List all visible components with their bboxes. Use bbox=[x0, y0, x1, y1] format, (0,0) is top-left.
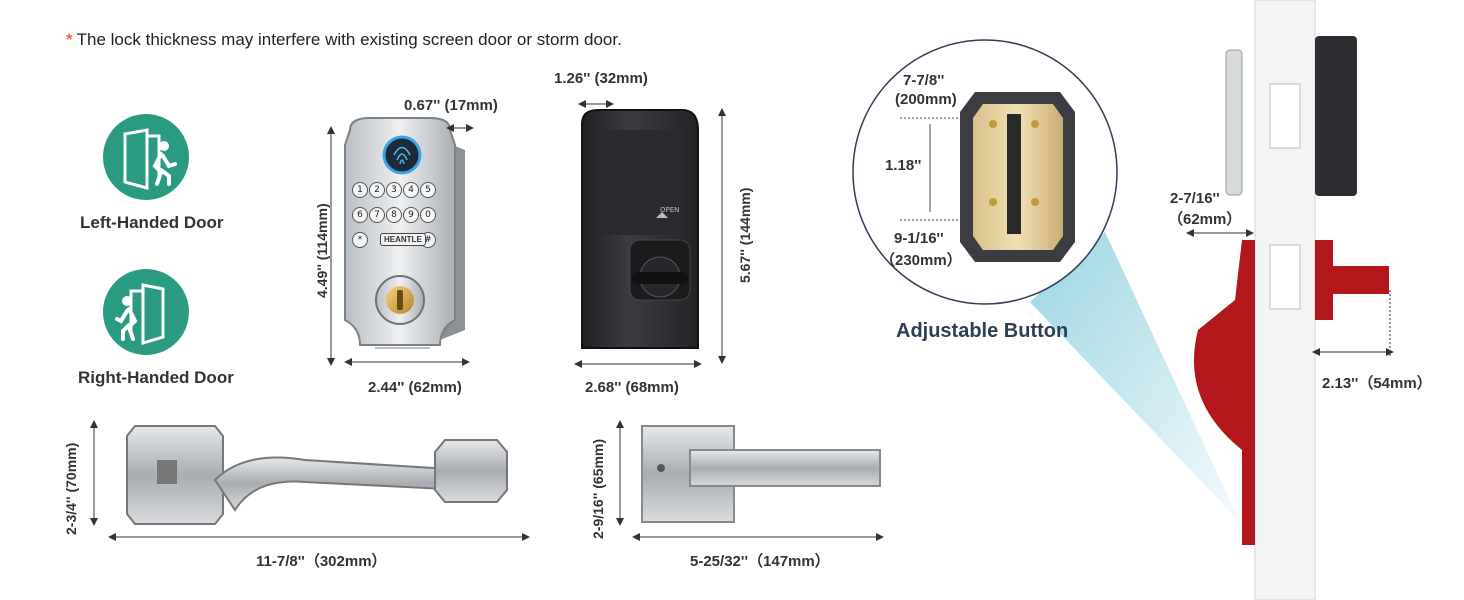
keypad-key[interactable]: * bbox=[352, 232, 368, 248]
adjust-top-mm-label: (200mm) bbox=[895, 91, 957, 108]
keypad-key[interactable]: 4 bbox=[403, 182, 419, 198]
fingerprint-sensor bbox=[382, 135, 422, 175]
handle-length-label: 11-7/8''（302mm） bbox=[256, 553, 387, 570]
note-text: The lock thickness may interfere with ex… bbox=[76, 30, 622, 49]
handle-height-label: 2-3/4'' (70mm) bbox=[63, 442, 79, 535]
keypad-key[interactable]: 0 bbox=[420, 207, 436, 223]
keypad-key[interactable]: 9 bbox=[403, 207, 419, 223]
right-handed-door-label: Right-Handed Door bbox=[78, 368, 234, 387]
door-thickness-label: 2-7/16'' bbox=[1170, 190, 1220, 207]
back-width-label: 2.68'' (68mm) bbox=[585, 379, 679, 396]
thickness-note: *The lock thickness may interfere with e… bbox=[66, 30, 622, 50]
adjust-top-label: 7-7/8'' bbox=[903, 72, 945, 89]
front-depth-label: 0.67'' (17mm) bbox=[404, 97, 498, 114]
door-thickness-mm-label: （62mm） bbox=[1168, 211, 1242, 228]
latch-depth-label: 2.13''（54mm） bbox=[1322, 375, 1432, 392]
keypad-lock-front bbox=[344, 117, 465, 349]
open-label: OPEN bbox=[660, 206, 679, 214]
keypad-key[interactable]: 2 bbox=[369, 182, 385, 198]
lever-length-label: 5-25/32''（147mm） bbox=[690, 553, 830, 570]
left-handed-door-label: Left-Handed Door bbox=[80, 213, 224, 232]
front-width-label: 2.44'' (62mm) bbox=[368, 379, 462, 396]
back-depth-label: 1.26'' (32mm) bbox=[554, 70, 648, 87]
left-door-icon bbox=[103, 114, 189, 200]
interior-unit-back: OPEN bbox=[581, 109, 699, 349]
lever-handle bbox=[641, 425, 881, 523]
keypad-key[interactable]: 8 bbox=[386, 207, 402, 223]
lever-height-label: 2-9/16'' (65mm) bbox=[590, 438, 606, 539]
adjust-bottom-mm-label: （230mm） bbox=[880, 252, 962, 269]
keypad-key[interactable]: 1 bbox=[352, 182, 368, 198]
adjustable-button-label: Adjustable Button bbox=[896, 320, 1069, 342]
person-exit-door-icon bbox=[123, 128, 177, 190]
adjust-spacing-label: 1.18'' bbox=[885, 157, 922, 174]
note-asterisk: * bbox=[66, 30, 73, 49]
keypad-key[interactable]: 7 bbox=[369, 207, 385, 223]
right-door-icon bbox=[103, 269, 189, 355]
keypad-brand: HEANTLE bbox=[380, 233, 426, 246]
keypad-key[interactable]: 5 bbox=[420, 182, 436, 198]
keypad-key[interactable]: 6 bbox=[352, 207, 368, 223]
adjust-bottom-label: 9-1/16'' bbox=[894, 230, 944, 247]
grip-handle bbox=[126, 425, 508, 525]
thumb-turn[interactable] bbox=[632, 272, 688, 284]
keypad-key[interactable]: 3 bbox=[386, 182, 402, 198]
adjustable-button-detail bbox=[852, 39, 1240, 522]
back-height-label: 5.67'' (144mm) bbox=[737, 187, 753, 283]
person-enter-door-icon bbox=[115, 283, 165, 346]
door-side-view bbox=[1193, 0, 1389, 600]
front-height-label: 4.49'' (114mm) bbox=[314, 203, 330, 298]
